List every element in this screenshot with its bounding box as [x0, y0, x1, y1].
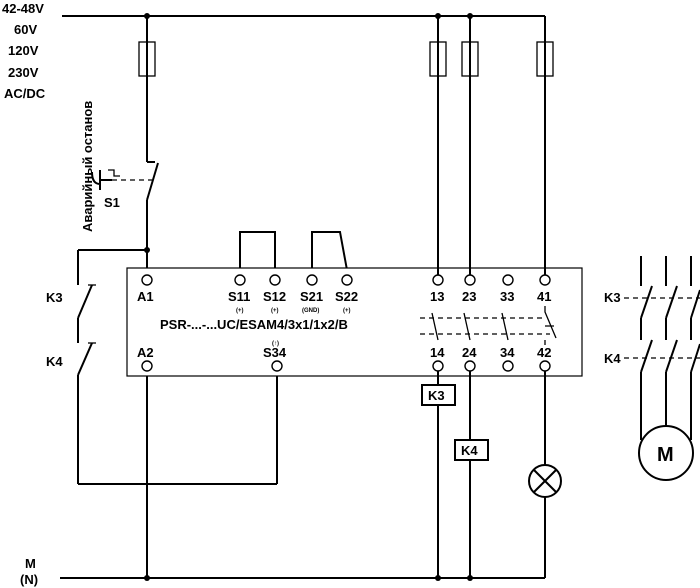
terminal-sub-s34: (↑): [272, 341, 279, 347]
terminal-41: [539, 274, 551, 286]
terminal-sub-s11: (+): [236, 308, 244, 314]
supply-voltage-1: 42-48V: [2, 1, 44, 16]
terminal-label-23: 23: [462, 289, 476, 304]
motor-icon: [638, 425, 694, 481]
terminal-label-41: 41: [537, 289, 551, 304]
estop-latch-icon: [108, 169, 120, 177]
terminal-label-s21: S21: [300, 289, 323, 304]
terminal-s12: [269, 274, 281, 286]
terminal-23: [464, 274, 476, 286]
terminal-label-a1: A1: [137, 289, 154, 304]
supply-voltage-4: 230V: [8, 65, 39, 80]
terminal-34: [502, 360, 514, 372]
terminal-label-14: 14: [430, 345, 445, 360]
relay-module-box: [126, 267, 583, 377]
terminal-label-33: 33: [500, 289, 514, 304]
terminal-13: [432, 274, 444, 286]
terminal-14: [432, 360, 444, 372]
terminal-33: [502, 274, 514, 286]
motor-label: M: [657, 444, 674, 466]
terminal-a2: [141, 360, 153, 372]
estop-vertical-label: Аварийный останов: [80, 101, 95, 232]
terminal-s11: [234, 274, 246, 286]
feedback-k4-contact: [77, 342, 93, 376]
terminal-a1: [141, 274, 153, 286]
motor-k4-label: K4: [604, 351, 621, 366]
terminal-label-42: 42: [537, 345, 551, 360]
lamp-cross-2: [533, 469, 557, 493]
supply-voltage-3: 120V: [8, 43, 39, 58]
coil-k3-box: [421, 384, 456, 406]
feedback-k3-contact: [77, 284, 93, 319]
motor-k3-label: K3: [604, 290, 621, 305]
coil-k3-label: K3: [428, 388, 445, 403]
terminal-24: [464, 360, 476, 372]
terminal-42: [539, 360, 551, 372]
estop-mushroom-icon: [91, 170, 112, 190]
terminal-label-24: 24: [462, 345, 477, 360]
feedback-k4-label: K4: [46, 354, 63, 369]
motor-k3-contact-2: [665, 285, 678, 319]
coil-k4-box: [454, 439, 489, 461]
terminal-label-s22: S22: [335, 289, 358, 304]
supply-voltage-5: AC/DC: [4, 86, 46, 101]
feedback-k3-label: K3: [46, 290, 63, 305]
motor-k4-contact-2: [665, 339, 678, 373]
bridge-s21-s22: [311, 231, 348, 280]
terminal-label-s11: S11: [228, 289, 250, 304]
motor-k3-contact-3: [690, 289, 700, 319]
terminal-label-34: 34: [500, 345, 515, 360]
terminal-sub-s22: (+): [343, 308, 351, 314]
estop-switch-label: S1: [104, 195, 120, 210]
supply-voltage-2: 60V: [14, 22, 37, 37]
motor-k4-contact-3: [690, 343, 700, 373]
estop-contact: [146, 162, 159, 201]
motor-k4-contact-1: [640, 339, 653, 373]
relay-model-label: PSR-...-...UC/ESAM4/3x1/1x2/B: [160, 317, 348, 332]
contact-41-42: [544, 306, 557, 345]
motor-k3-contact-1: [640, 285, 653, 319]
terminal-label-13: 13: [430, 289, 444, 304]
neutral-label: M: [25, 556, 36, 571]
terminal-s22: [341, 274, 353, 286]
terminal-s34: [271, 360, 283, 372]
terminal-label-s12: S12: [263, 289, 286, 304]
bridge-s11-s12: [239, 231, 276, 280]
terminal-sub-s12: (+): [271, 308, 279, 314]
neutral-sub-label: (N): [20, 572, 38, 587]
coil-k4-label: K4: [461, 443, 478, 458]
junction-dot: [144, 247, 150, 253]
terminal-label-s34: S34: [263, 345, 287, 360]
terminal-sub-s21: (GND): [302, 308, 319, 314]
terminal-s21: [306, 274, 318, 286]
terminal-label-a2: A2: [137, 345, 154, 360]
